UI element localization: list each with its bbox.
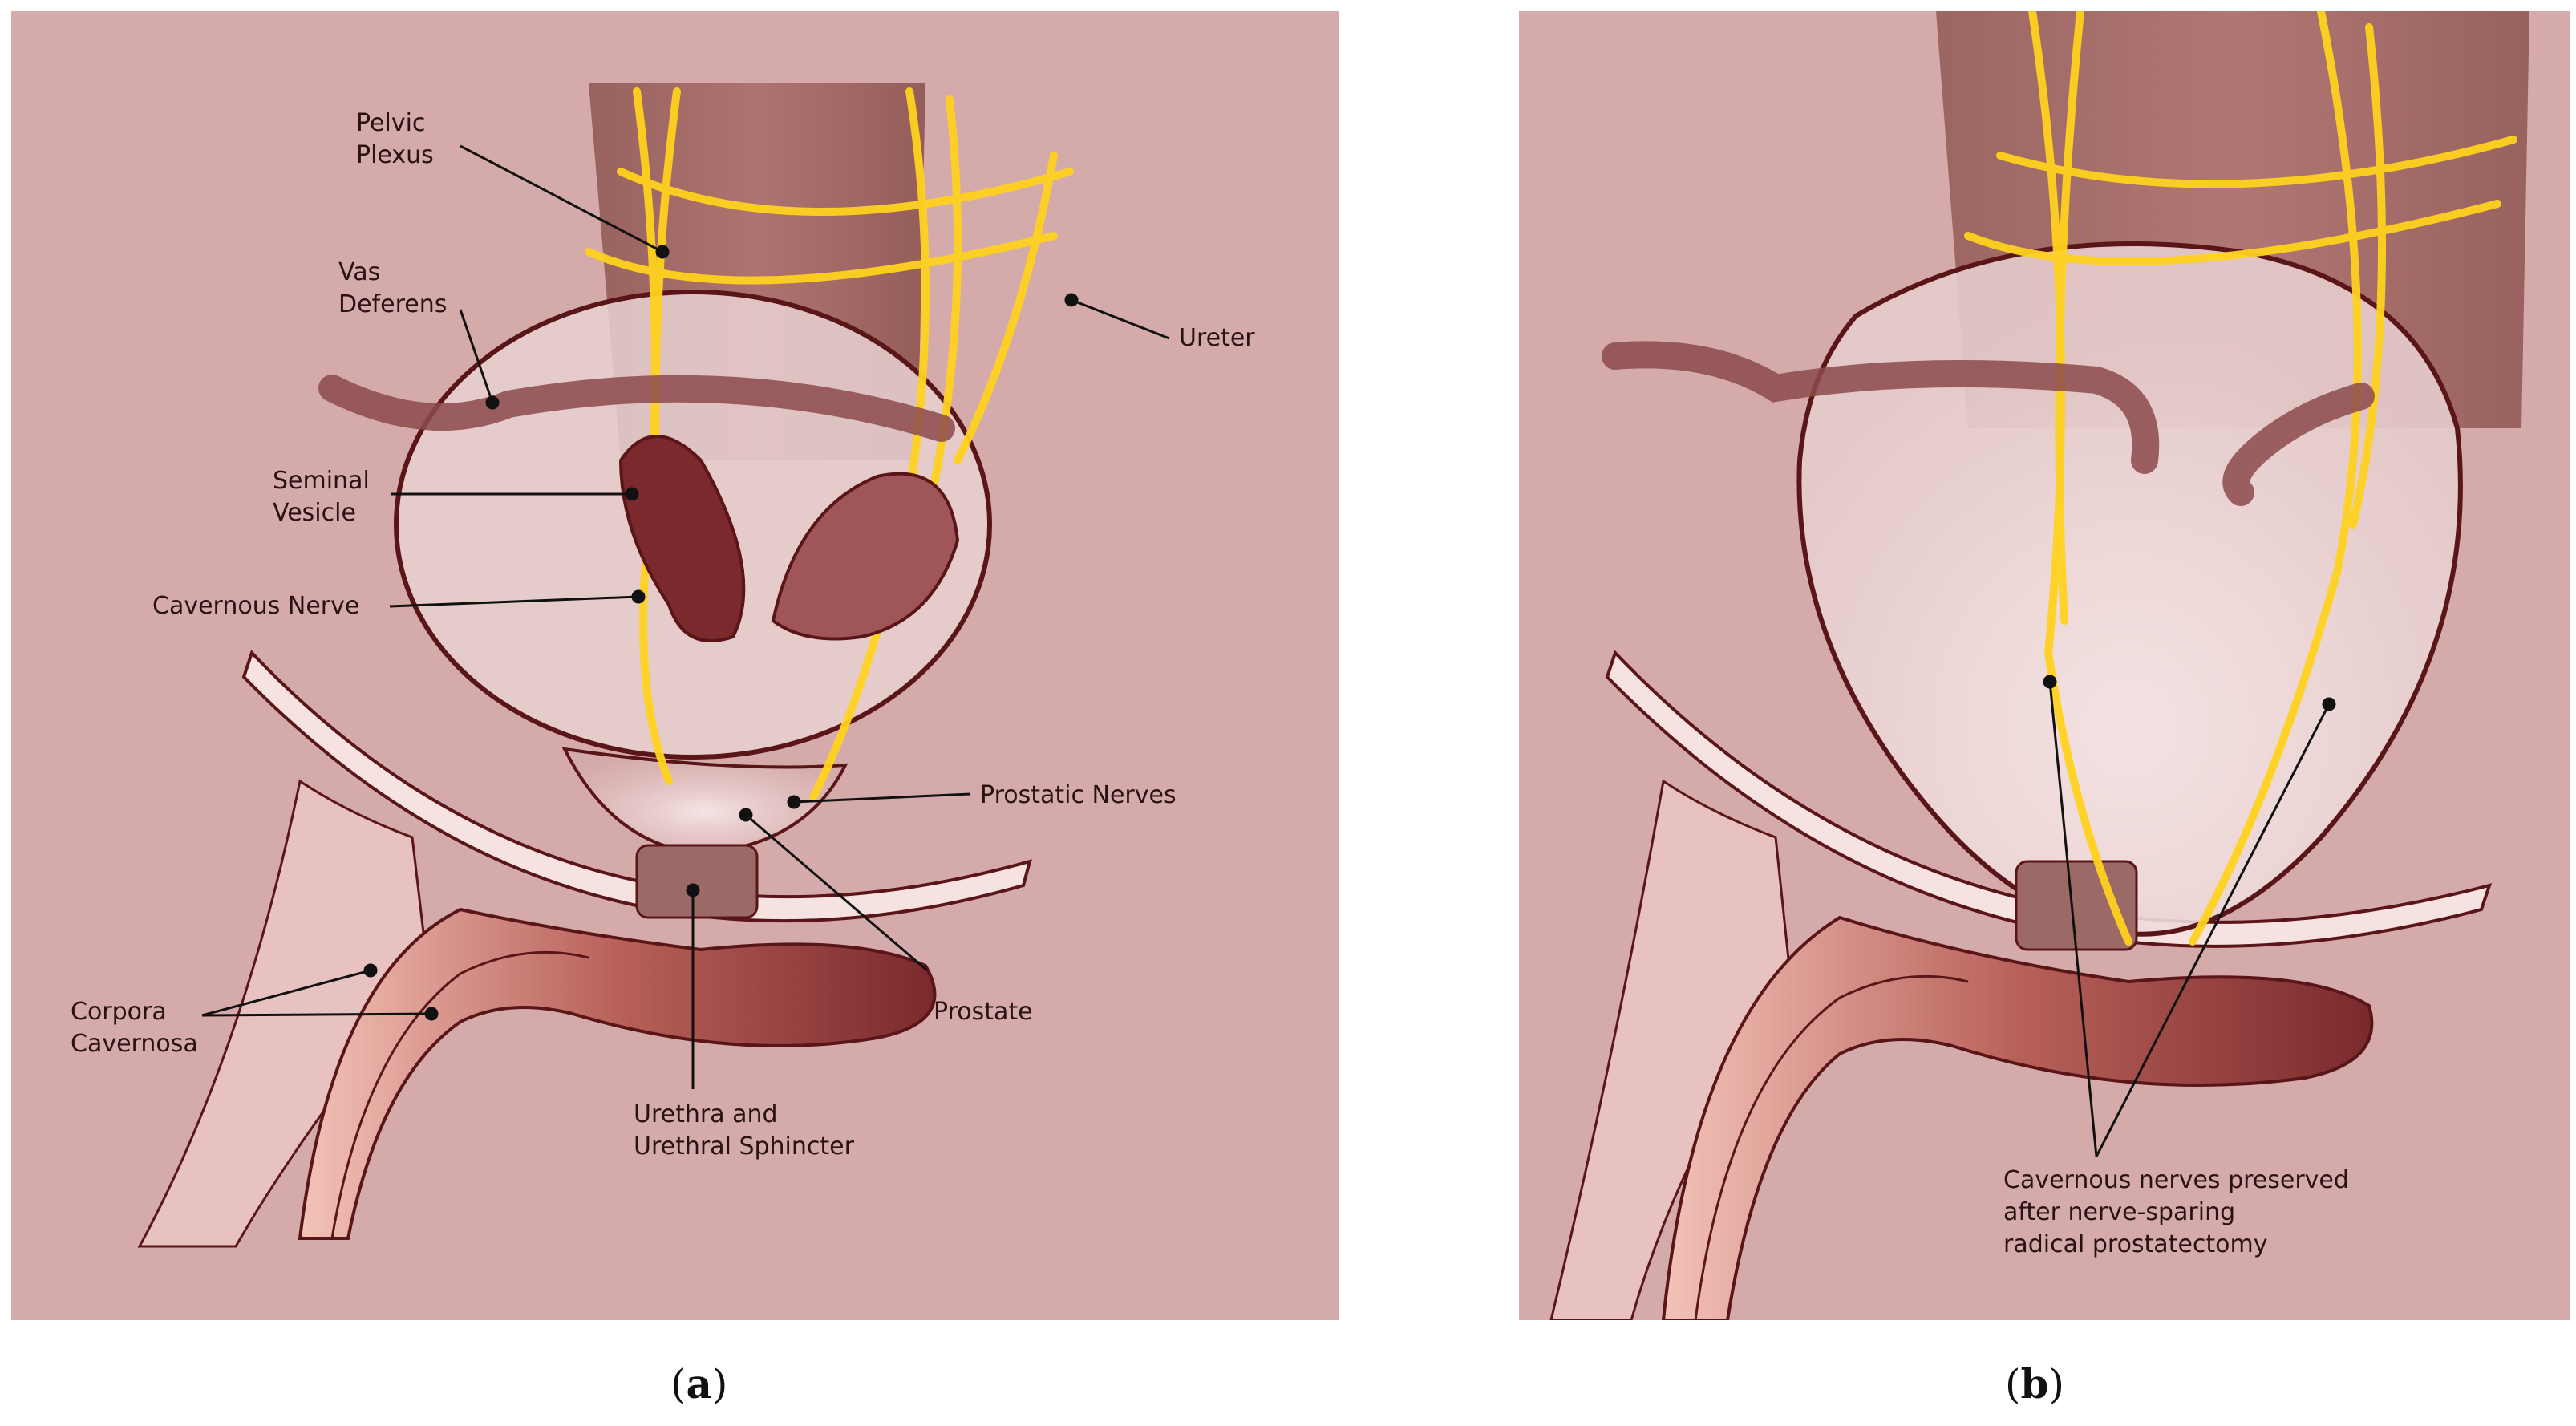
corpus-divider [330, 950, 589, 1239]
pubic-bone [1605, 650, 2493, 948]
vas-deferens [318, 375, 955, 442]
label-prostate: Prostate [934, 998, 1033, 1026]
caption-b: (b) [2005, 1360, 2064, 1408]
seminal-vesicle-left [618, 435, 746, 642]
perineum [1549, 779, 1793, 1320]
corpora-cavernosa [1661, 915, 2374, 1320]
urethral-sphincter [635, 844, 759, 919]
label-cavernous-nerve: Cavernous Nerve [152, 592, 360, 620]
pubic-bone [241, 650, 1032, 923]
seminal-vesicle-right [771, 472, 960, 641]
label-ureter: Ureter [1179, 324, 1255, 352]
leader-lines [2043, 675, 2336, 1157]
vas-deferens-right [2222, 383, 2375, 506]
anatomy-illustration-a [11, 11, 1339, 1320]
prostate [561, 747, 849, 856]
leader-lines [201, 144, 1170, 1089]
corpora-cavernosa [298, 907, 937, 1240]
vas-deferens-left [1602, 341, 2160, 474]
anatomy-illustration-b [1519, 11, 2570, 1320]
corpus-divider [1694, 974, 1969, 1320]
nerve-bundles [1964, 11, 2517, 946]
label-prostatic-nerves: Prostatic Nerves [980, 781, 1177, 809]
caption-a: (a) [670, 1360, 728, 1408]
urethral-sphincter [2015, 860, 2138, 951]
